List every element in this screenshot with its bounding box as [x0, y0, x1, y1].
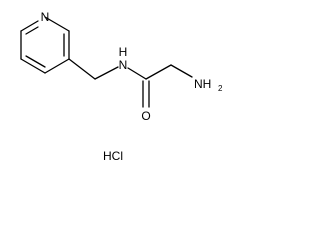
pyridine-nitrogen-label: N [41, 10, 50, 24]
bond-ch2-nh [94, 66, 119, 80]
amine-label: NH [194, 77, 211, 91]
amine-subscript: 2 [218, 84, 223, 93]
chemical-structure: N N H O NH 2 HCl [20, 10, 223, 163]
salt-label: HCl [103, 149, 123, 163]
amide-hydrogen-label: H [119, 45, 128, 59]
ring-bond-c6-n [20, 20, 39, 32]
amide-nitrogen-label: N [119, 58, 128, 72]
bond-ring-ch2 [68, 58, 96, 80]
ring-bond-c3-c4 [44, 58, 70, 74]
bond-ch2-nh2 [170, 64, 193, 78]
bond-carbonyl-ch2 [145, 64, 172, 80]
ring-bond-n-c2 [44, 16, 70, 32]
pyridine-ring [20, 16, 70, 74]
carbonyl-oxygen-label: O [141, 109, 150, 123]
ring-double-bond-c4-c5 [25, 55, 46, 68]
bond-nh-carbonyl [127, 67, 147, 80]
ring-double-bond-c6-n [25, 26, 39, 35]
ring-bond-c4-c5 [20, 58, 46, 74]
